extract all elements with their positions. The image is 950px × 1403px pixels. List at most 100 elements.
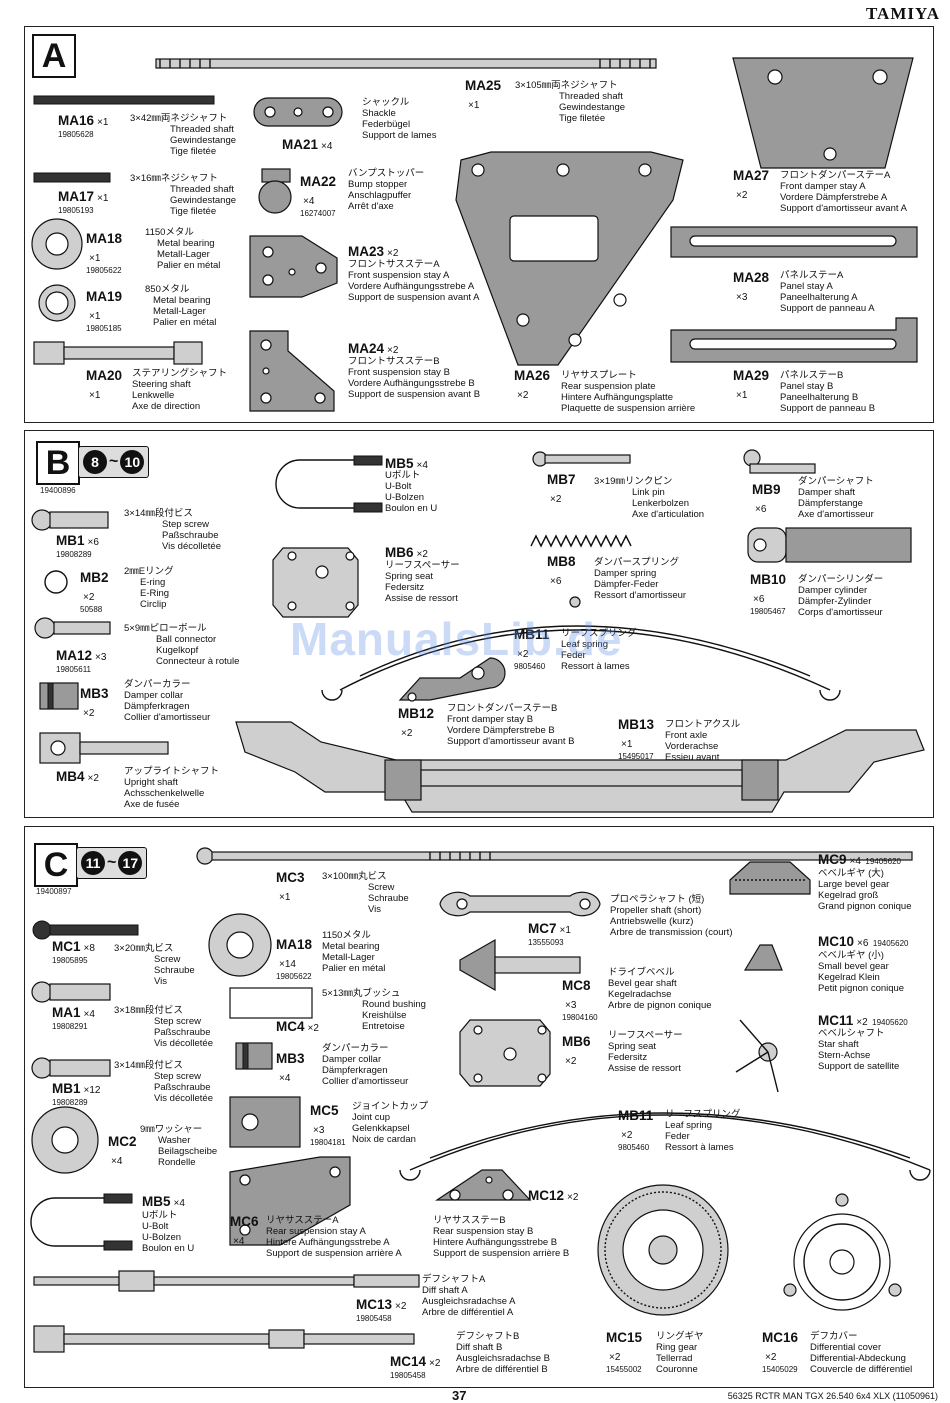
mb3-drawing (39, 682, 79, 710)
mb2-drawing (44, 570, 68, 594)
mb12-drawing (398, 657, 506, 702)
part-label-mc11: MC11×2 19405620 (818, 1013, 908, 1028)
mc14-drawing (33, 1325, 415, 1353)
ma23-drawing (249, 235, 338, 298)
mc7-drawing (439, 891, 601, 917)
part-label-ma21: MA21×4 (282, 137, 333, 152)
section-letter-b: B (36, 441, 80, 485)
ma17-drawing (33, 172, 111, 183)
ma29-drawing (670, 317, 918, 363)
part-label-mb8: MB8×6 (547, 554, 576, 587)
section-letter-a: A (32, 34, 76, 78)
model-code: 56325 RCTR MAN TGX 26.540 6x4 XLX (11050… (727, 1391, 938, 1401)
mc4-drawing (229, 987, 313, 1019)
step-range-c: 11~17 (76, 847, 148, 879)
part-label-ma23: MA23×2 (348, 244, 399, 259)
part-label-mb7: MB7×2 (547, 472, 576, 505)
ma26-drawing (455, 151, 684, 366)
part-label-ma28: MA28×3 (733, 270, 770, 303)
mc11-drawing (735, 1019, 779, 1093)
section-c (24, 826, 934, 1388)
mc6-drawing (229, 1156, 351, 1246)
ma22-drawing (258, 168, 292, 214)
part-label-mb3-c: MB3×4 (276, 1051, 305, 1084)
ma12-drawing (34, 617, 111, 639)
ma28-drawing (670, 226, 918, 258)
section-a (24, 26, 934, 423)
mb11-leaf-spring-drawing (321, 596, 841, 701)
section-letter-c: C (34, 843, 78, 887)
mc8-drawing (459, 938, 581, 992)
part-label-ma25: MA25×1 (465, 78, 502, 111)
desc-mc7: プロペラシャフト (短)Propeller shaft (short)Antri… (610, 894, 733, 938)
mb11c-leaf-spring-drawing (399, 1112, 931, 1181)
mc15-ring-gear-drawing (597, 1184, 729, 1316)
mc12-drawing (435, 1169, 532, 1201)
watermark: ManualsLib.de (290, 613, 623, 665)
mb4-drawing (39, 732, 169, 764)
part-label-mc12: MC12×2 (528, 1188, 579, 1203)
mb5-drawing (275, 455, 383, 513)
ma18c-drawing (208, 913, 272, 977)
mc5-drawing (229, 1096, 301, 1148)
part-label-mb5-c: MB5×4 (142, 1194, 185, 1209)
mb13-front-axle-drawing (235, 721, 925, 813)
mb6c-drawing (459, 1019, 551, 1087)
ma27-drawing (732, 57, 914, 169)
part-label-mc3: MC3×1 (276, 870, 305, 903)
mc16-diff-cover-drawing (783, 1193, 902, 1311)
mb10-drawing (747, 527, 912, 563)
part-label-mc9: MC9×4 19405620 (818, 852, 901, 867)
part-label-ma26: MA26×2 (514, 368, 551, 401)
mc2-drawing (31, 1106, 99, 1174)
mb9-drawing (743, 449, 816, 474)
part-label-mb4: MB4×2 (56, 769, 99, 784)
ma25-threaded-shaft-drawing (155, 58, 657, 69)
part-label-mc4: MC4×2 (276, 1019, 319, 1034)
